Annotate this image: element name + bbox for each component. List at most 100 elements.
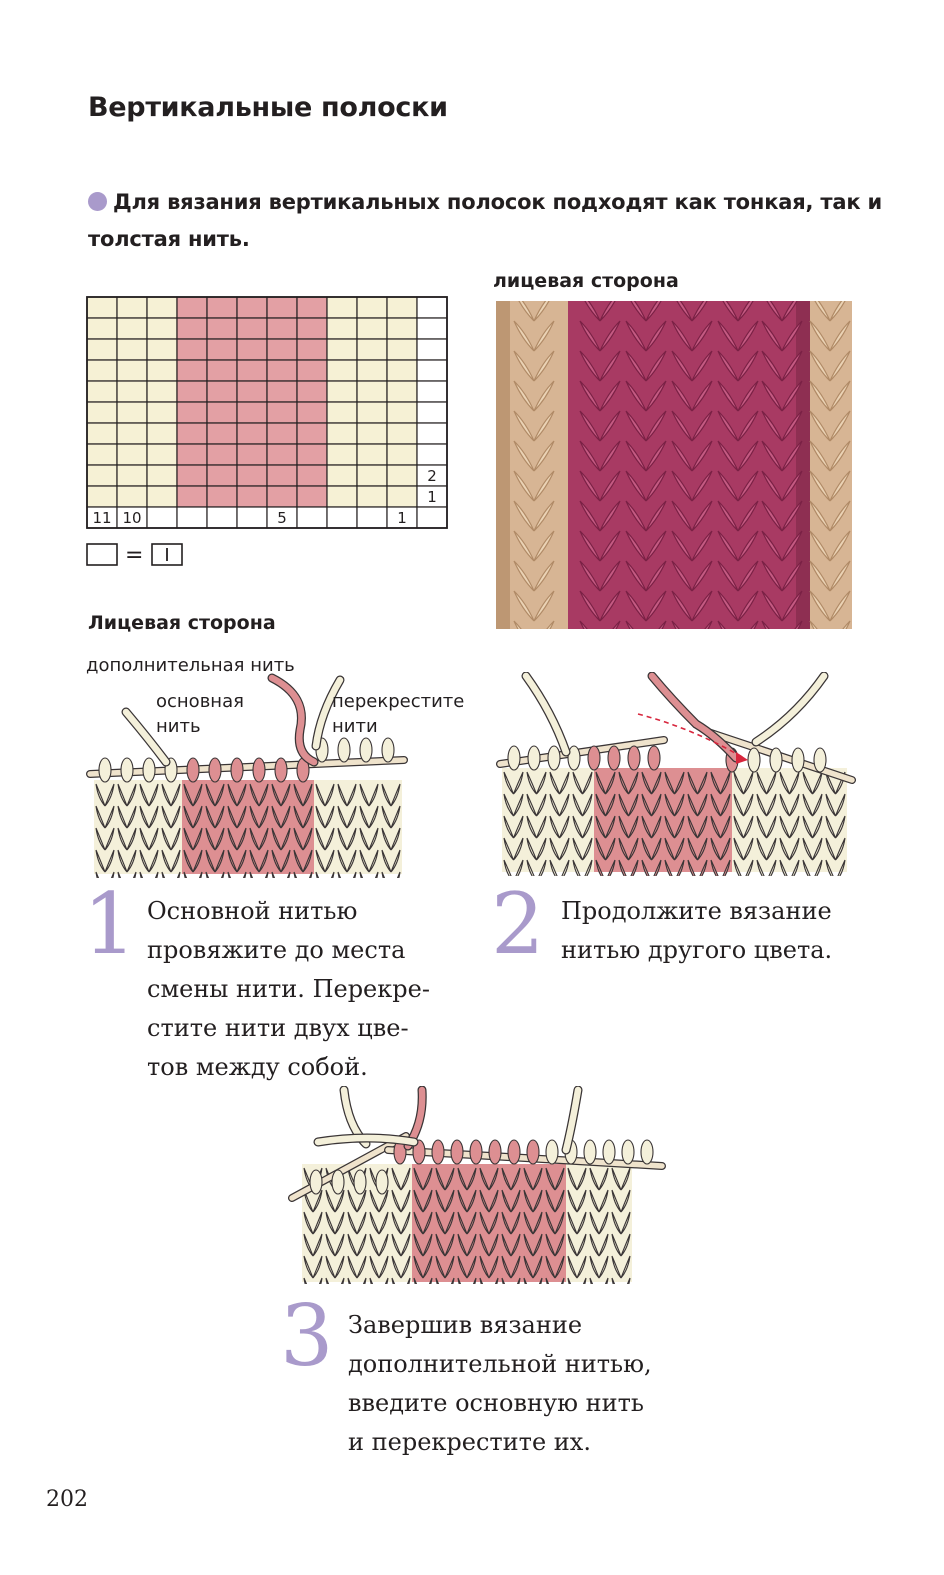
stitch-right	[599, 320, 621, 352]
stitch-right	[214, 827, 225, 851]
chart-cell	[356, 359, 388, 382]
yarn-strand	[312, 676, 344, 750]
stitch-right	[599, 470, 621, 502]
step-1-line: смены нити. Перекре-	[147, 975, 430, 1003]
stitch-right	[561, 859, 570, 876]
stitch-loop	[230, 757, 244, 783]
chart-cell	[176, 401, 208, 424]
stitch-right	[192, 805, 203, 829]
stitch-right	[742, 815, 754, 839]
stitch-right	[532, 1233, 543, 1257]
stitch-right	[627, 815, 639, 839]
chart-cell	[326, 401, 358, 424]
stitch-right	[236, 849, 247, 873]
stitch-right	[599, 590, 621, 622]
column-label: 5	[277, 509, 287, 527]
stitch-right	[533, 500, 555, 532]
stitch-right	[280, 783, 291, 807]
stitch-right	[598, 1255, 609, 1279]
stitch-right	[488, 1167, 499, 1191]
stitch-loop	[208, 757, 222, 783]
chart-cell	[236, 401, 268, 424]
step-1-line: провяжите до места	[147, 936, 406, 964]
stitch-left	[572, 859, 581, 876]
illustration-step-2	[496, 672, 856, 876]
chart-cell	[386, 338, 418, 361]
stitch-right	[765, 793, 777, 817]
stitch-right	[400, 1211, 411, 1235]
stitch-right	[576, 1233, 587, 1257]
stitch-right	[192, 827, 203, 851]
chart-cell	[206, 422, 238, 445]
stitch-right	[745, 859, 754, 876]
stitch-left	[549, 859, 558, 876]
stitch-right	[620, 1189, 631, 1213]
stitch-right	[362, 1277, 367, 1284]
stitch-right	[312, 1189, 323, 1213]
stitch-right	[650, 771, 662, 795]
stitch-right	[466, 1233, 477, 1257]
chart-cell	[86, 485, 118, 508]
chart-cell	[86, 338, 118, 361]
stitch-right	[645, 560, 667, 592]
stitch-right	[422, 1167, 433, 1191]
stitch-right	[722, 859, 731, 876]
chart-cell	[176, 422, 208, 445]
stitch-right	[599, 560, 621, 592]
stitch-left	[526, 859, 535, 876]
step-3-line: Завершив вязание	[348, 1311, 583, 1339]
chart-cell	[356, 464, 388, 487]
stitch-loop	[274, 757, 288, 783]
stitch-right	[582, 1277, 587, 1284]
stitch-right	[378, 1233, 389, 1257]
stitch-right	[352, 871, 357, 878]
stitch-right	[781, 380, 803, 412]
chart-cell	[266, 296, 298, 319]
stitch-right	[472, 1277, 477, 1284]
stitch-right	[422, 1211, 433, 1235]
chart-cell	[146, 464, 178, 487]
chart-cell	[86, 401, 118, 424]
stitch-right	[560, 1277, 565, 1284]
yarn-strand	[522, 672, 570, 756]
chart-cell	[86, 380, 118, 403]
stitch-right	[280, 849, 291, 873]
chart-cell	[146, 359, 178, 382]
stitch-right	[750, 620, 759, 629]
stitch-right	[334, 1211, 345, 1235]
chart-cell	[236, 359, 268, 382]
intro-text: Для вязания вертикальных полосок подходя…	[88, 190, 883, 251]
chart-cell	[416, 296, 448, 319]
stitch-right	[302, 849, 313, 873]
stitch-right	[781, 500, 803, 532]
fabric-shadow	[496, 301, 510, 629]
chart-cell	[176, 338, 208, 361]
stitch-right	[581, 837, 593, 861]
chart-cell	[416, 359, 448, 382]
stitch-left	[501, 1277, 506, 1284]
stitch-right	[737, 560, 759, 592]
stitch-right	[765, 815, 777, 839]
stitch-right	[719, 793, 731, 817]
stitch-loop	[252, 757, 266, 783]
stitch-left	[435, 1277, 440, 1284]
chart-cell	[206, 443, 238, 466]
chart-cell	[326, 296, 358, 319]
stitch-right	[691, 560, 713, 592]
stitch-left	[413, 1277, 418, 1284]
stitch-loop	[381, 737, 395, 763]
chart-cell	[416, 380, 448, 403]
stitch-right	[737, 410, 759, 442]
stitch-left	[183, 871, 188, 878]
chart-cell	[116, 296, 148, 319]
stitch-right	[324, 805, 335, 829]
stitch-left	[315, 871, 320, 878]
stitch-right	[170, 805, 181, 829]
chart-cell	[326, 464, 358, 487]
stitch-right	[535, 793, 547, 817]
yarn-strand	[648, 672, 740, 762]
stitch-loop	[120, 757, 134, 783]
chart-cell	[296, 485, 328, 508]
stitch-right	[220, 871, 225, 878]
